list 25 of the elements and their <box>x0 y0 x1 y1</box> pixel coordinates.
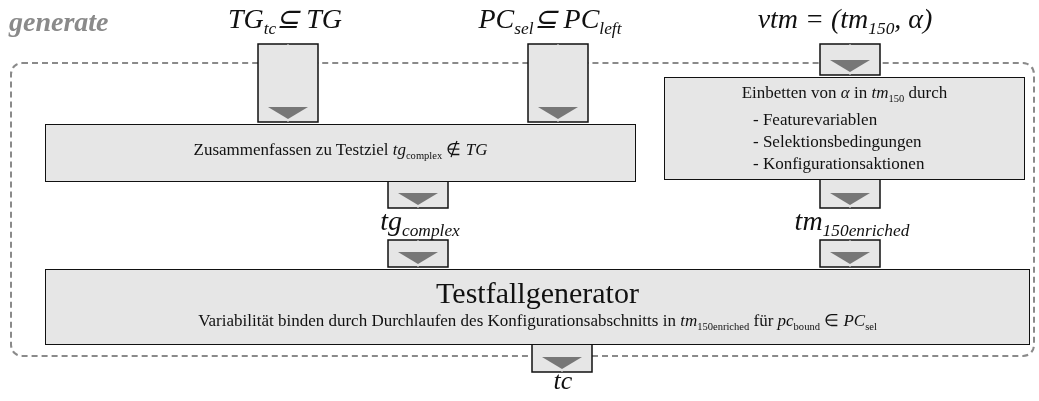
group-title: generate <box>9 6 109 38</box>
process-box <box>45 269 1030 345</box>
arrow <box>387 239 449 268</box>
list-item: - Konfigurationsaktionen <box>752 153 926 176</box>
box-title: Testfallgenerator <box>435 276 640 311</box>
arrow <box>819 43 881 76</box>
list-item: - Featurevariablen <box>752 109 879 132</box>
variable-label: tg$_{complex}$ <box>370 210 470 242</box>
variable-label: tm$_{150enriched}$ <box>772 210 932 242</box>
list-item: - Selektionsbedingungen <box>752 131 923 154</box>
box-text: Einbetten von α in tm$_{150}$ durch <box>740 81 949 106</box>
arrow <box>531 342 593 373</box>
arrow <box>387 179 449 209</box>
formula-label: TG$_{tc}$⊆ TG <box>205 4 365 44</box>
box-text: Variabilität binden durch Durchlaufen des Konfigurationsabschnitts in tm$_{150enriched}$ für pc$_{bound}$ ∈ PC$_{sel}$ <box>197 310 878 334</box>
process-box <box>45 124 636 182</box>
box-text: Zusammenfassen zu Testziel tg$_{complex}$ ∉ TG <box>192 139 489 163</box>
arrow <box>527 43 589 123</box>
formula-label: PC$_{sel}$⊆ PC$_{left}$ <box>460 4 640 44</box>
arrow <box>819 239 881 268</box>
variable-label: tc <box>533 372 593 400</box>
arrow <box>819 177 881 209</box>
process-box <box>664 77 1025 180</box>
formula-label: vtm = (tm$_{150}$, α) <box>730 4 960 44</box>
arrow <box>257 43 319 123</box>
